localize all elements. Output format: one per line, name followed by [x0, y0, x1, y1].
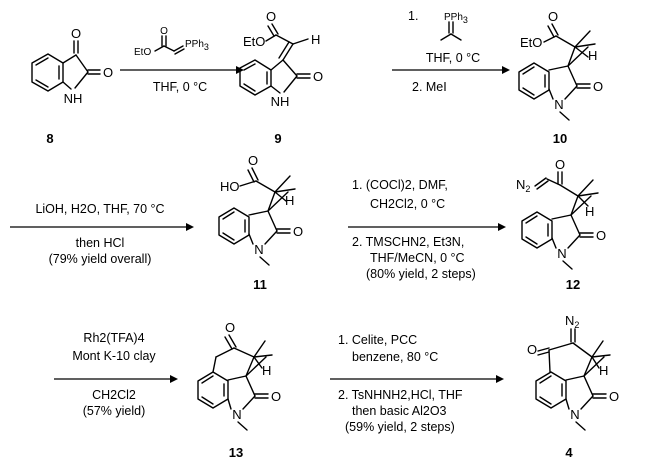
condition-text: (57% yield) — [83, 404, 146, 418]
atom-nh: NH — [271, 94, 290, 109]
condition-text: LiOH, H2O, THF, 70 °C — [35, 202, 164, 216]
atom-oxygen: O — [266, 9, 276, 24]
compound-label-8: 8 — [46, 131, 53, 146]
reaction-arrow-4: 1. (COCl)2, DMF, CH2Cl2, 0 °C 2. TMSCHN2… — [348, 178, 506, 281]
reagent-pph3: PPh3 — [444, 12, 468, 25]
condition-text: THF, 0 °C — [426, 51, 480, 65]
atom-oxygen: O — [271, 389, 281, 404]
atom-oxygen: O — [555, 157, 565, 172]
condition-text: 1. (COCl)2, DMF, — [352, 178, 448, 192]
condition-text: THF, 0 °C — [153, 80, 207, 94]
atom-diazo: N2 — [516, 177, 530, 194]
atom-hydrogen: H — [285, 193, 294, 208]
atom-n: N — [557, 246, 566, 261]
reaction-arrow-3: LiOH, H2O, THF, 70 °C then HCl (79% yiel… — [10, 202, 194, 266]
condition-text: 1. — [408, 9, 418, 23]
compound-8-structure: O O NH — [31, 26, 113, 106]
compound-11-structure: O HO H O N — [218, 153, 303, 266]
compound-12-structure: N2 O H O N — [516, 157, 606, 270]
condition-text: (59% yield, 2 steps) — [345, 420, 455, 434]
condition-text: then HCl — [76, 236, 125, 250]
reaction-arrow-2: 1. PPh3 THF, 0 °C 2. MeI — [392, 9, 510, 94]
condition-text: 2. TMSCHN2, Et3N, — [352, 235, 464, 249]
condition-text: then basic Al2O3 — [352, 404, 447, 418]
atom-eto: EtO — [520, 35, 542, 50]
condition-text: 1. Celite, PCC — [338, 333, 417, 347]
condition-text: (79% yield overall) — [49, 252, 152, 266]
condition-text: (80% yield, 2 steps) — [366, 267, 476, 281]
condition-text: Mont K-10 clay — [72, 349, 156, 363]
atom-hydrogen: H — [585, 204, 594, 219]
atom-hydrogen: H — [588, 48, 597, 63]
atom-oxygen: O — [293, 224, 303, 239]
atom-hydrogen: H — [311, 32, 320, 47]
atom-oxygen: O — [71, 26, 81, 41]
condition-text: 2. MeI — [412, 80, 447, 94]
atom-oxygen: O — [225, 320, 235, 335]
atom-oxygen: O — [103, 65, 113, 80]
compound-10-structure: O EtO H O N — [518, 9, 603, 121]
compound-4-structure: N2 O H O N — [527, 313, 619, 431]
atom-hydrogen: H — [599, 363, 608, 378]
atom-hydrogen: H — [262, 363, 271, 378]
reagent-eto: EtO — [134, 47, 151, 58]
atom-oxygen: O — [609, 389, 619, 404]
atom-n: N — [554, 97, 563, 112]
compound-label-13: 13 — [229, 445, 243, 460]
atom-oxygen: O — [548, 9, 558, 24]
reaction-arrow-1: EtO O PPh3 THF, 0 °C — [120, 26, 244, 94]
compound-label-11: 11 — [253, 277, 267, 292]
atom-diazo: N2 — [565, 313, 579, 330]
condition-text: THF/MeCN, 0 °C — [370, 251, 465, 265]
atom-oxygen: O — [313, 69, 323, 84]
compound-label-12: 12 — [566, 277, 580, 292]
reaction-arrow-6: 1. Celite, PCC benzene, 80 °C 2. TsNHNH2… — [330, 333, 504, 434]
reagent-pph3: PPh3 — [185, 39, 209, 52]
compound-9-structure: O EtO H O NH — [239, 9, 323, 109]
condition-text: 2. TsNHNH2,HCl, THF — [338, 388, 463, 402]
condition-text: Rh2(TFA)4 — [83, 331, 144, 345]
atom-n: N — [232, 407, 241, 422]
reaction-arrow-5: Rh2(TFA)4 Mont K-10 clay CH2Cl2 (57% yie… — [54, 331, 178, 418]
condition-text: CH2Cl2 — [92, 388, 136, 402]
compound-label-9: 9 — [274, 131, 281, 146]
atom-oxygen: O — [596, 228, 606, 243]
condition-text: benzene, 80 °C — [352, 350, 438, 364]
atom-eto: EtO — [243, 34, 265, 49]
condition-text: CH2Cl2, 0 °C — [370, 197, 445, 211]
atom-ho: HO — [220, 179, 240, 194]
atom-oxygen: O — [593, 79, 603, 94]
atom-oxygen: O — [248, 153, 258, 168]
atom-nh: NH — [64, 91, 83, 106]
compound-13-structure: O H O N — [197, 320, 281, 431]
atom-n: N — [570, 407, 579, 422]
compound-label-10: 10 — [553, 131, 567, 146]
compound-label-4: 4 — [565, 445, 573, 460]
atom-oxygen: O — [527, 342, 537, 357]
atom-n: N — [254, 242, 263, 257]
atom-oxygen: O — [160, 26, 168, 37]
